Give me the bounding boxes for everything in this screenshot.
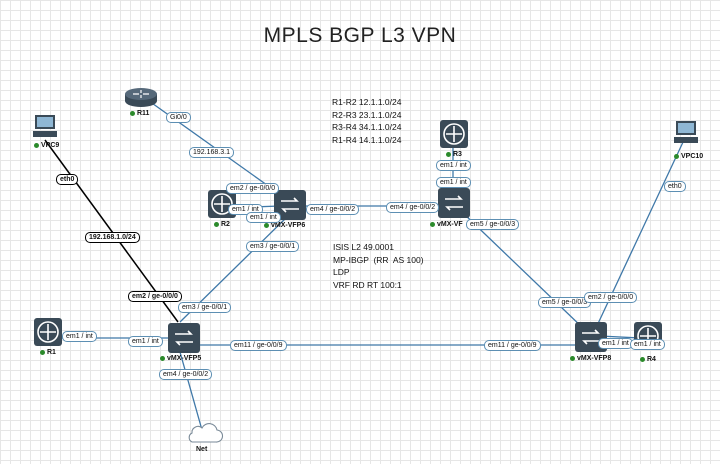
link-label: em4 / ge-0/0/2: [306, 204, 360, 215]
router-r1-icon[interactable]: [34, 318, 62, 346]
link-label: em1 / int: [228, 204, 263, 215]
subnet-line: R2-R3 23.1.1.0/24: [332, 109, 402, 120]
link-label: em11 / ge-0/0/9: [484, 340, 541, 351]
protocol-line: ISIS L2 49.0001: [333, 242, 394, 252]
network-label: 192.168.1.0/24: [85, 232, 140, 243]
link-vfp7-vfp8: [461, 211, 586, 331]
link-label: em1 / int: [630, 339, 665, 350]
link-label: em4 / ge-0/0/2: [386, 202, 440, 213]
device-label-r1: R1: [40, 349, 56, 356]
subnet-line: R1-R4 14.1.1.0/24: [332, 134, 402, 145]
link-label: em3 / ge-0/0/1: [246, 241, 300, 252]
device-label-vfp7: vMX-VF: [430, 221, 463, 228]
switch-vfp6-icon[interactable]: [274, 190, 306, 220]
link-vfp5-net: [179, 351, 203, 431]
link-label: em1 / int: [436, 177, 471, 188]
link-label: Gi0/0: [166, 112, 191, 123]
device-label-vfp6: vMX-VFP6: [264, 222, 305, 229]
link-label: em3 / ge-0/0/1: [178, 302, 232, 313]
device-label-vpc10: VPC10: [674, 153, 703, 160]
pc-vpc10-icon[interactable]: [673, 120, 699, 144]
cloud-net-icon[interactable]: [184, 422, 224, 444]
link-label: em1 / int: [62, 331, 97, 342]
protocol-line: MP-IBGP (RR AS 100): [333, 254, 424, 265]
subnet-notes: R1-R2 12.1.1.0/24 R2-R3 23.1.1.0/24 R3-R…: [332, 96, 401, 146]
link-label: eth0: [664, 181, 686, 192]
device-label-r2: R2: [214, 221, 230, 228]
device-label-vpc9: VPC9: [34, 142, 59, 149]
link-label: em2 / ge-0/0/0: [584, 292, 638, 303]
link-label: eth0: [56, 174, 79, 185]
router-r11-icon[interactable]: [124, 86, 158, 108]
link-label: em2 / ge-0/0/0: [226, 183, 280, 194]
link-label: em2 / ge-0/0/0: [128, 291, 182, 302]
protocol-notes: ISIS L2 49.0001 MP-IBGP (RR AS 100) LDP …: [333, 241, 424, 291]
link-label: em5 / ge-0/0/3: [466, 219, 520, 230]
diagram-title: MPLS BGP L3 VPN: [263, 24, 457, 47]
link-label: em1 / int: [598, 338, 633, 349]
device-label-net: Net: [196, 446, 208, 453]
protocol-line: LDP: [333, 267, 350, 277]
switch-vfp7-icon[interactable]: [438, 188, 470, 218]
network-label: 192.168.3.1: [189, 147, 234, 158]
device-label-vfp5: vMX-VFP5: [160, 355, 201, 362]
device-label-r3: R3: [446, 151, 462, 158]
switch-vfp5-icon[interactable]: [168, 323, 200, 353]
subnet-line: R3-R4 34.1.1.0/24: [332, 122, 402, 132]
link-label: em11 / ge-0/0/9: [230, 340, 287, 351]
device-label-r4: R4: [640, 356, 656, 363]
link-label: em1 / int: [246, 212, 281, 223]
device-label-vfp8: vMX-VFP8: [570, 355, 611, 362]
protocol-line: VRF RD RT 100:1: [333, 279, 402, 290]
pc-vpc9-icon[interactable]: [32, 114, 58, 138]
router-r3-icon[interactable]: [440, 120, 468, 148]
subnet-line: R1-R2 12.1.1.0/24: [332, 97, 402, 107]
link-label: em1 / int: [128, 336, 163, 347]
link-label: em4 / ge-0/0/2: [159, 369, 213, 380]
device-label-r11: R11: [130, 110, 149, 117]
link-label: em1 / int: [436, 160, 471, 171]
